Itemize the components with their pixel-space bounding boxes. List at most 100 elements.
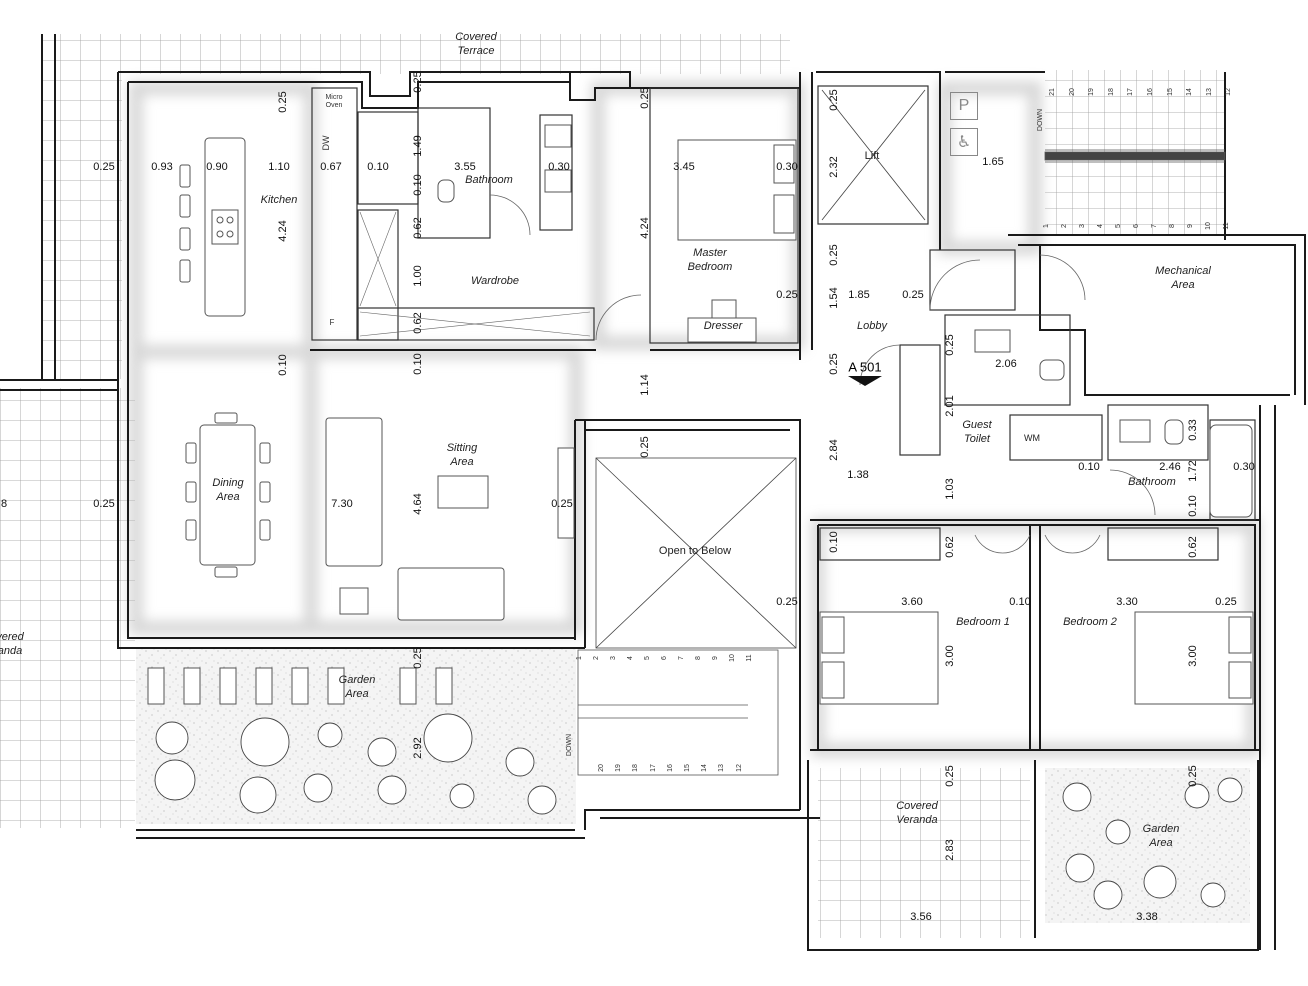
dim-025-bed2: 0.25	[1215, 596, 1237, 608]
dim-356: 3.56	[910, 911, 932, 923]
dim-v025-open: 0.25	[639, 436, 651, 458]
dim-v025-garden: 0.25	[412, 647, 424, 669]
dim-025-lobby-r: 0.25	[902, 289, 924, 301]
dim-v010-bath: 0.10	[412, 174, 424, 196]
stair-number: 20	[1068, 88, 1076, 96]
walls	[0, 34, 1306, 951]
dim-v424a: 4.24	[277, 220, 289, 242]
room-bedroom-1: Bedroom 1	[956, 616, 1010, 628]
room-guest-toilet: Guest Toilet	[962, 419, 992, 445]
dim-090: 0.90	[206, 161, 228, 173]
dim-355: 3.55	[454, 161, 476, 173]
stair-number: 4	[627, 656, 634, 660]
stair-number: 17	[649, 764, 657, 772]
stair-number: 15	[1166, 88, 1174, 96]
stair-number: 8	[1169, 224, 1176, 228]
dim-v300b: 3.00	[1187, 645, 1199, 667]
room-bathroom-master: Bathroom	[465, 174, 513, 186]
dim-v025-kitchen: 0.25	[277, 91, 289, 113]
dim-v025-mb: 0.25	[639, 87, 651, 109]
room-bedroom-2: Bedroom 2	[1063, 616, 1117, 628]
stair-number: 15	[684, 764, 691, 772]
dim-025-open-r: 0.25	[776, 596, 798, 608]
room-lift: Lift	[864, 150, 880, 162]
covered-terrace-floor	[55, 34, 790, 74]
dim-030b: 0.30	[776, 161, 798, 173]
open-to-below-void	[595, 457, 797, 649]
dim-v025-lift: 0.25	[828, 89, 840, 111]
stair-number: 3	[1079, 224, 1086, 228]
stair-number: 12	[1225, 88, 1233, 96]
dim-v103: 1.03	[944, 478, 956, 500]
stair-number: 3	[610, 656, 617, 660]
dim-010-bath2: 0.10	[1078, 461, 1100, 473]
dim-246: 2.46	[1159, 461, 1181, 473]
dim-v300a: 3.00	[944, 645, 956, 667]
dim-030a: 0.30	[548, 161, 570, 173]
room-lobby: Lobby	[857, 320, 887, 332]
room-dining-area: Dining Area	[212, 477, 244, 503]
stairs-top	[1044, 149, 1226, 163]
section-marker-label: A 501	[848, 359, 882, 375]
stair-number: 7	[678, 656, 685, 660]
dim-025-dining: 0.25	[93, 498, 115, 510]
stair-number: 2	[1061, 224, 1068, 228]
stair-number: 10	[1205, 222, 1212, 230]
appliance-fridge: F	[329, 318, 335, 327]
dim-v010-bath2b: 0.10	[1187, 495, 1199, 517]
dim-v025-gar2: 0.25	[1187, 765, 1199, 787]
stair-number: 16	[1147, 88, 1154, 96]
stairs-bottom	[577, 649, 779, 776]
dim-010-bed: 0.10	[1009, 596, 1031, 608]
dim-v232: 2.32	[828, 156, 840, 178]
dim-v025-top: 0.25	[412, 71, 424, 93]
dim-v149: 1.49	[412, 135, 424, 157]
stair-number: 7	[1151, 224, 1158, 228]
room-mechanical-area: Mechanical Area	[1155, 265, 1211, 291]
stair-number: 14	[1186, 88, 1194, 96]
dim-185: 1.85	[848, 289, 870, 301]
stair-number: 1	[1043, 224, 1050, 228]
room-covered-veranda-right: Covered Veranda	[896, 800, 938, 826]
room-garden-area-left: Garden Area	[338, 674, 376, 700]
room-sitting-area: Sitting Area	[446, 442, 478, 468]
dim-067: 0.67	[320, 161, 342, 173]
dim-v025-a501: 0.25	[828, 353, 840, 375]
appliance-dishwasher: DW	[321, 135, 331, 151]
stair-number: 2	[593, 656, 600, 660]
wardrobe-shelving	[359, 211, 591, 337]
dim-v100: 1.00	[412, 265, 424, 287]
stair-number: 20	[598, 764, 605, 772]
stair-down-bottom: DOWN	[566, 733, 573, 757]
dim-206: 2.06	[995, 358, 1017, 370]
appliance-micro-oven: Micro Oven	[325, 94, 343, 109]
room-covered-terrace: Covered Terrace	[455, 31, 497, 57]
stair-number: 18	[1107, 88, 1115, 96]
dim-v062a: 0.62	[412, 217, 424, 239]
dim-010a: 0.10	[367, 161, 389, 173]
dim-025-sitting: 0.25	[551, 498, 573, 510]
stair-number: 11	[746, 654, 753, 662]
bedroom-beds	[819, 611, 1254, 705]
lift-shaft	[821, 89, 926, 221]
stair-number: 13	[1205, 88, 1213, 96]
garden-area-left-floor	[136, 648, 576, 824]
dim-v283: 2.83	[944, 839, 956, 861]
dim-left-025: 0.25	[93, 161, 115, 173]
room-master-bedroom: Master Bedroom	[687, 247, 733, 273]
stair-number: 9	[1187, 224, 1194, 228]
dim-030c: 0.30	[1233, 461, 1255, 473]
sitting-furniture	[325, 417, 575, 621]
room-kitchen: Kitchen	[260, 194, 298, 206]
stair-down-top: DOWN	[1037, 108, 1044, 132]
dim-v201: 2.01	[944, 395, 956, 417]
dim-v114: 1.14	[639, 374, 651, 396]
stair-number: 17	[1127, 88, 1135, 96]
stair-number: 8	[695, 656, 702, 660]
garden-planters	[147, 667, 453, 705]
stair-number: 5	[1115, 224, 1122, 228]
dim-v010-bed1: 0.10	[828, 531, 840, 553]
dim-v154: 1.54	[828, 287, 840, 309]
covered-veranda-right-floor	[818, 768, 1030, 938]
